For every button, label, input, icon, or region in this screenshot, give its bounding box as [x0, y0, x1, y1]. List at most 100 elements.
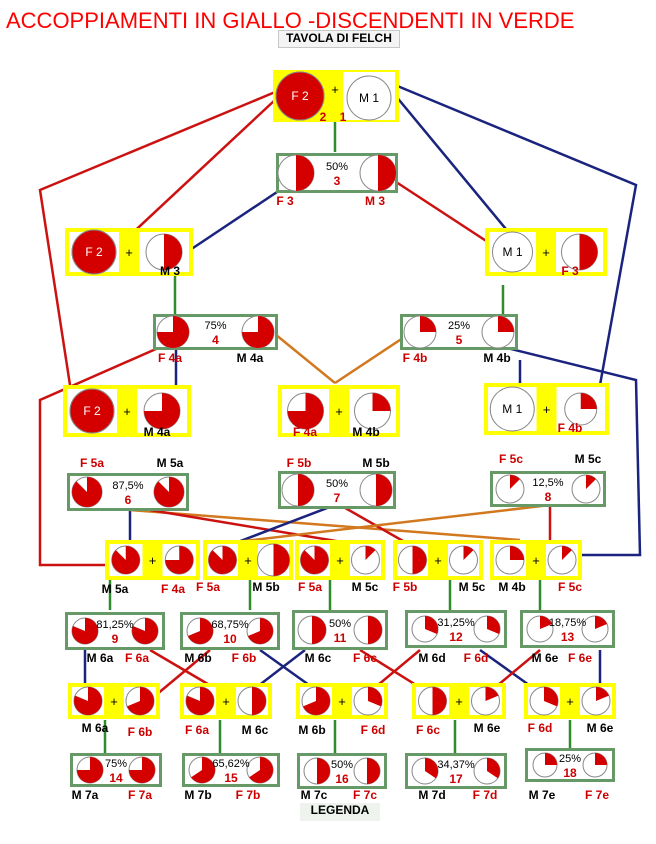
pie-M4b_m2	[495, 545, 525, 575]
pie-M1_top	[346, 75, 392, 121]
pie-slice	[317, 758, 330, 784]
offspring-number: 11	[334, 631, 347, 645]
pie-label: M 6e	[587, 721, 614, 735]
pie-label: F 6a	[185, 723, 209, 737]
pie-slice	[111, 545, 140, 574]
pie-p12a	[411, 615, 439, 643]
pie-slice	[186, 687, 214, 716]
plus-sign: +	[566, 694, 574, 709]
plus-sign: +	[543, 402, 551, 417]
pie-slice	[367, 758, 380, 784]
pie-p11a	[297, 615, 327, 645]
offspring-percent: 12,5%	[532, 477, 563, 489]
offspring-label-f5b: F 5b	[287, 456, 312, 470]
pie-F2_l	[71, 229, 117, 275]
plus-sign: +	[125, 245, 133, 260]
pie-slice	[595, 753, 607, 765]
pie-slice	[275, 71, 325, 121]
pie-p15a	[188, 756, 216, 784]
pie-m6b	[301, 686, 331, 716]
pie-label: M 3	[160, 264, 180, 278]
pie-label: F 7e	[585, 788, 609, 802]
pie-inner-label: F 2	[291, 89, 309, 103]
pie-label: F 4a	[158, 351, 182, 365]
offspring-percent: 25%	[559, 753, 581, 765]
plus-sign: +	[123, 404, 131, 419]
pie-F4a_o	[156, 315, 190, 349]
line-f3-right	[389, 176, 501, 252]
pie-M3_a	[359, 154, 397, 192]
pie-p13a	[526, 615, 554, 643]
offspring-percent: 34,37%	[437, 759, 475, 771]
pie-F5a_o	[71, 476, 103, 508]
offspring-percent: 50%	[326, 161, 348, 173]
pie-m6a	[73, 686, 103, 716]
parent-number: 1	[340, 110, 347, 124]
line-m1-right-outer	[394, 83, 638, 386]
pie-m6e	[471, 686, 500, 716]
pie-F3_r	[561, 233, 598, 271]
pie-slice	[144, 393, 180, 429]
pie-label: M 5b	[252, 580, 279, 594]
pie-label: M 6b	[298, 723, 325, 737]
line-8-cross	[209, 503, 551, 547]
line-f4a-loop	[38, 343, 166, 567]
pie-slice	[580, 393, 597, 409]
line-f2-left-outer	[38, 88, 281, 386]
pie-label: M 5c	[352, 580, 379, 594]
pie-label: M 3	[365, 194, 385, 208]
pie-M5b_o	[359, 473, 393, 507]
pie-slice	[420, 316, 436, 332]
pie-label: M 4a	[144, 425, 171, 439]
pie-label: F 4a	[293, 425, 317, 439]
offspring-percent: 75%	[204, 320, 226, 332]
pie-slice	[127, 687, 155, 716]
pie-F5c_m	[547, 545, 577, 575]
pie-slice	[71, 618, 98, 645]
plus-sign: +	[244, 553, 252, 568]
pie-slice	[540, 616, 553, 629]
line-6-cross	[129, 508, 521, 542]
pie-label: F 4a	[161, 582, 185, 596]
pie-p18b	[582, 752, 608, 778]
pie-M5a_m	[111, 545, 141, 575]
pie-F5a_m2	[300, 545, 329, 575]
pie-label: M 5a	[102, 582, 129, 596]
line-7-left	[229, 503, 336, 547]
pie-M5c_m	[351, 545, 380, 575]
pie-label: F 5b	[393, 580, 418, 594]
pie-slice	[544, 687, 558, 707]
pie-inner-label: F 2	[85, 245, 103, 259]
pie-slice	[595, 616, 608, 629]
offspring-number: 8	[545, 490, 552, 504]
pie-slice	[425, 758, 439, 779]
pie-base	[492, 231, 533, 273]
pie-p16a	[303, 757, 331, 785]
pie-slice	[247, 618, 273, 644]
pie-slice	[191, 757, 215, 783]
pie-F4b_o	[403, 315, 437, 349]
offspring-number: 13	[561, 630, 575, 644]
offspring-number: 6	[125, 493, 132, 507]
pie-label: F 7c	[353, 788, 377, 802]
pie-slice	[368, 616, 382, 644]
offspring-percent: 50%	[326, 478, 348, 490]
offspring-percent: 65,62%	[212, 758, 250, 770]
pie-label: F 5a	[196, 580, 220, 594]
plus-sign: +	[455, 694, 463, 709]
pie-slice	[498, 316, 514, 332]
pie-p15b	[246, 756, 274, 784]
line-6-red	[149, 508, 361, 547]
pie-label: M 6a	[82, 721, 109, 735]
pie-slice	[300, 545, 329, 574]
pie-slice	[71, 229, 117, 275]
pie-label: F 6e	[568, 651, 592, 665]
pie-label: F 6d	[528, 721, 553, 735]
pie-slice	[164, 234, 182, 270]
pie-label: M 6e	[532, 651, 559, 665]
pie-label: F 7d	[473, 788, 498, 802]
pie-slice	[77, 757, 103, 783]
pie-M1_r	[492, 231, 533, 273]
pie-label: F 5c	[558, 580, 582, 594]
